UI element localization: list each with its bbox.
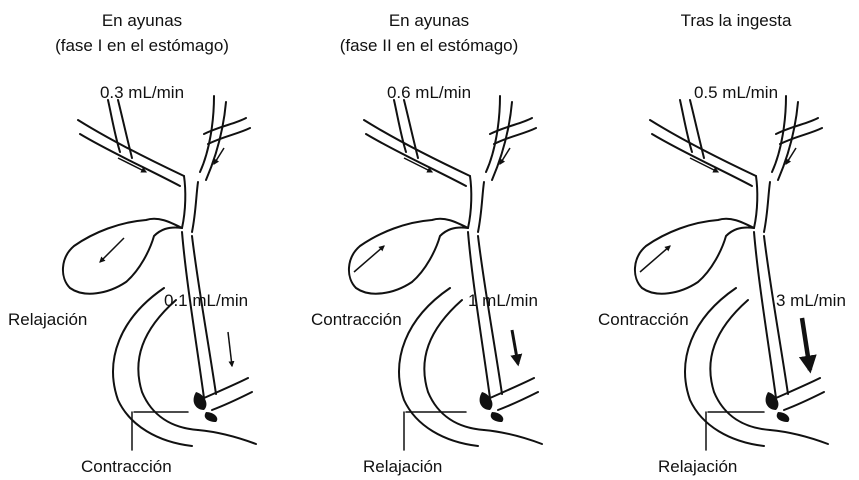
title-line-1: En ayunas <box>102 12 182 29</box>
flow-arrow <box>640 246 670 272</box>
flow-arrow <box>118 158 146 172</box>
title-line-2: (fase II en el estómago) <box>340 37 519 54</box>
duct-flow-rate: 1 mL/min <box>468 292 538 309</box>
sphincter-state-label: Contracción <box>81 458 172 475</box>
duodenum <box>113 288 256 446</box>
gallbladder-state-label: Contracción <box>598 311 689 328</box>
sphincter-of-oddi-lower <box>205 412 218 422</box>
sphincter-state-label: Relajación <box>363 458 442 475</box>
common-bile-duct <box>182 232 216 398</box>
sphincter-state-label: Relajación <box>658 458 737 475</box>
flow-arrow <box>512 330 518 364</box>
flow-arrow <box>228 332 232 366</box>
hepatic-flow-rate: 0.3 mL/min <box>100 84 184 101</box>
hepatic-ducts <box>78 96 250 232</box>
sphincter-of-oddi-lower <box>491 412 504 422</box>
hepatic-ducts <box>650 96 822 232</box>
panel-after-meal: Tras la ingesta 0.5 mL/min 3 mL/min Cont… <box>572 0 858 480</box>
gallbladder-state-label: Contracción <box>311 311 402 328</box>
gallbladder-state-label: Relajación <box>8 311 87 328</box>
gallbladder <box>349 219 468 294</box>
common-bile-duct <box>754 232 788 398</box>
flow-arrow <box>690 158 718 172</box>
biliary-diagram <box>572 0 858 480</box>
biliary-diagram <box>0 0 286 480</box>
title-line-1: Tras la ingesta <box>681 12 792 29</box>
panel-fasting-phase-2: En ayunas (fase II en el estómago) 0.6 m… <box>286 0 572 480</box>
duct-flow-rate: 3 mL/min <box>776 292 846 309</box>
duodenum <box>399 288 542 446</box>
hepatic-ducts <box>364 96 536 232</box>
gallbladder <box>635 219 754 294</box>
flow-arrow <box>802 318 810 370</box>
panel-fasting-phase-1: En ayunas (fase I en el estómago) 0.3 mL… <box>0 0 286 480</box>
common-bile-duct <box>468 232 502 398</box>
title-line-1: En ayunas <box>389 12 469 29</box>
title-line-2: (fase I en el estómago) <box>55 37 229 54</box>
hepatic-flow-rate: 0.6 mL/min <box>387 84 471 101</box>
flow-arrow <box>404 158 432 172</box>
duct-flow-rate: 0.1 mL/min <box>164 292 248 309</box>
gallbladder <box>63 219 182 294</box>
flow-arrow <box>354 246 384 272</box>
hepatic-flow-rate: 0.5 mL/min <box>694 84 778 101</box>
sphincter-of-oddi-lower <box>777 412 790 422</box>
flow-arrow <box>100 238 124 262</box>
biliary-diagram <box>286 0 572 480</box>
